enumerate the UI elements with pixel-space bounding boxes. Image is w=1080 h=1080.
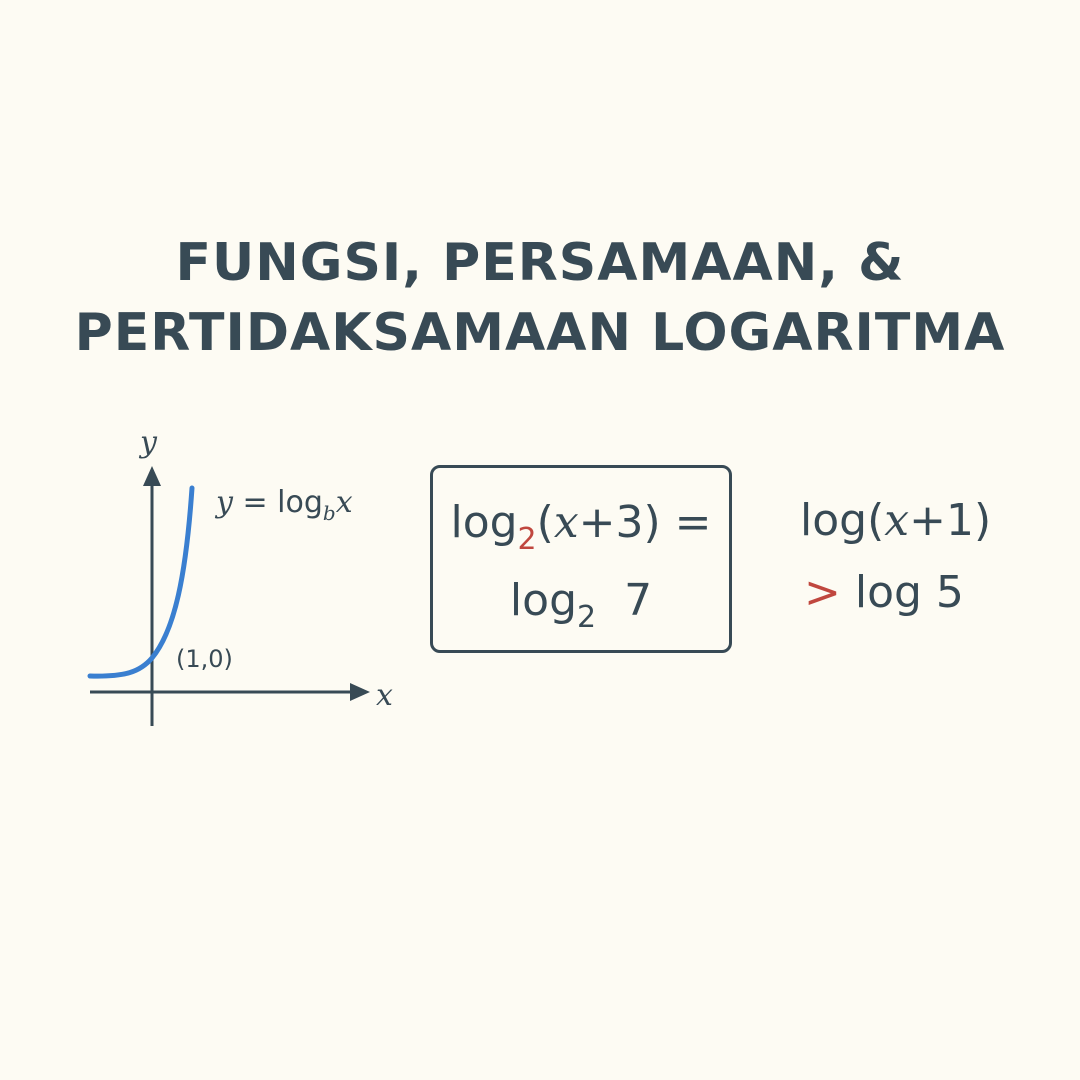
function-label-x: x <box>336 485 353 520</box>
log-curve <box>87 485 195 679</box>
title-line-1: FUNGSI, PERSAMAAN, & <box>175 233 905 293</box>
equation-log: log <box>450 497 518 548</box>
equation-rhs-base: 2 <box>577 600 597 635</box>
function-label-y: y <box>214 485 234 520</box>
inequality-rest: +1) <box>909 495 992 546</box>
function-label: y = logbx <box>214 485 353 525</box>
y-axis-arrow <box>143 466 161 486</box>
equation-line-2: log2 7 <box>433 575 729 633</box>
greater-than-symbol: > <box>804 567 841 618</box>
title-line-2: PERTIDAKSAMAAN LOGARITMA <box>74 303 1006 363</box>
equation-variable: x <box>553 497 579 548</box>
equation-open-paren: ( <box>536 497 554 548</box>
inequality-variable: x <box>884 495 910 546</box>
equation-base-highlight: 2 <box>517 522 537 557</box>
equation-rest: +3) = <box>578 497 712 548</box>
page-title: FUNGSI, PERSAMAAN, & PERTIDAKSAMAAN LOGA… <box>0 228 1080 368</box>
equation-box: log2(x+3) = log2 7 <box>430 465 732 653</box>
equation-rhs-number: 7 <box>624 575 653 626</box>
x-axis-label: x <box>376 678 393 713</box>
x-axis-arrow <box>350 683 370 701</box>
equation-rhs-log: log <box>509 575 577 626</box>
equation-line-1: log2(x+3) = <box>433 497 729 555</box>
function-label-log: = log <box>233 485 323 520</box>
point-label: (1,0) <box>176 645 233 673</box>
inequality-rhs: log 5 <box>854 567 964 618</box>
inequality-open-paren: ( <box>867 495 885 546</box>
y-axis-label: y <box>138 425 158 460</box>
inequality-log: log <box>800 495 868 546</box>
inequality-line-2: > log 5 <box>804 568 964 618</box>
function-label-base: b <box>323 501 336 525</box>
inequality-line-1: log(x+1) <box>800 496 991 546</box>
